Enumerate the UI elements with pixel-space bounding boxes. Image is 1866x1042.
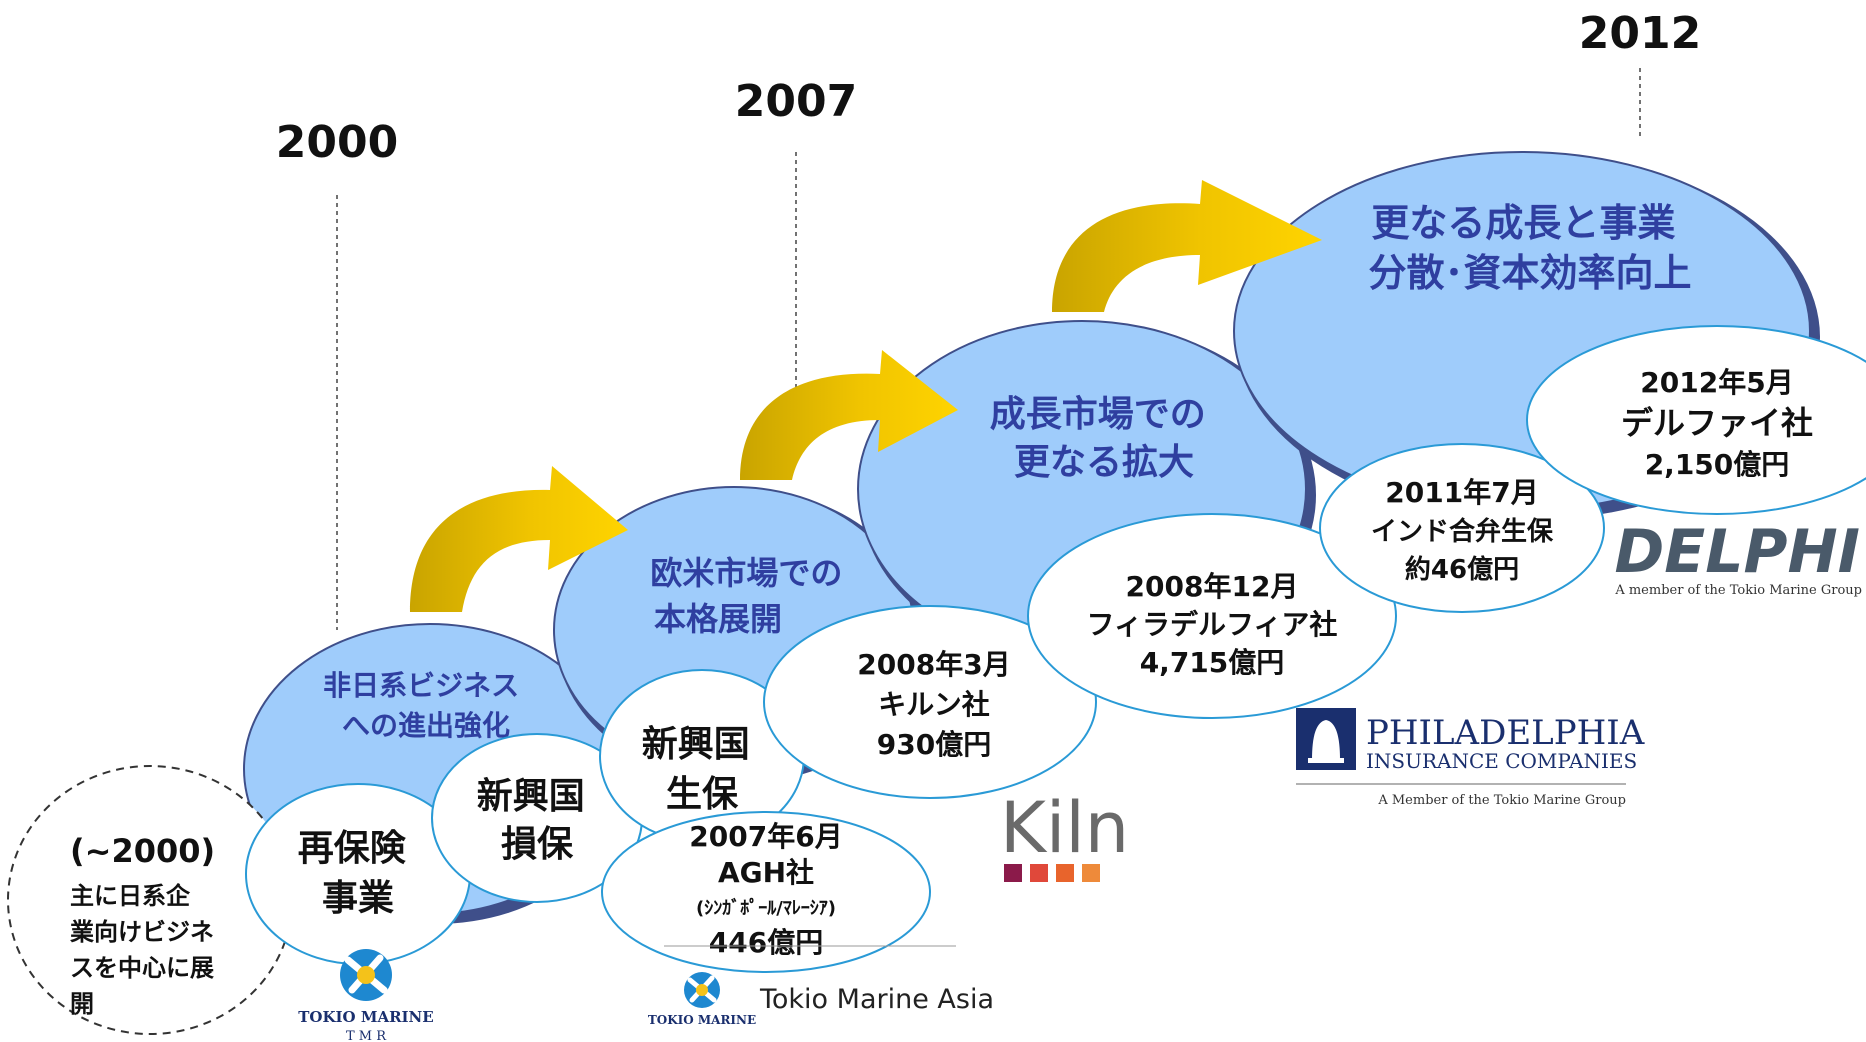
year-2007-label: 2007 <box>735 76 857 127</box>
svg-text:新興国 生保: 新興国 生保 <box>642 724 763 815</box>
svg-text:2008年12月: 2008年12月 <box>1126 570 1299 603</box>
arrow-icon-2 <box>740 350 958 480</box>
svg-text:T M R: T M R <box>346 1029 387 1042</box>
svg-text:PHILADELPHIA: PHILADELPHIA <box>1366 713 1645 753</box>
philadelphia-logo: PHILADELPHIA INSURANCE COMPANIES A Membe… <box>1296 708 1645 808</box>
acquisition-bubble-agh: 2007年6月 AGH社 (ｼﾝｶﾞﾎﾟｰﾙ/ﾏﾚｰｼｱ) 446億円 <box>601 811 931 973</box>
svg-text:フィラデルフィア社: フィラデルフィア社 <box>1087 608 1338 641</box>
arrow-icon-3 <box>1052 180 1322 312</box>
svg-text:Kiln: Kiln <box>1000 787 1129 869</box>
svg-text:新興国 損保: 新興国 損保 <box>477 776 598 865</box>
tokio-marine-asia-logo: TOKIO MARINE Tokio Marine Asia <box>648 945 994 1027</box>
svg-text:AGH社: AGH社 <box>718 856 814 889</box>
svg-text:約46億円: 約46億円 <box>1405 554 1519 585</box>
svg-text:再保険 事業: 再保険 事業 <box>298 828 419 919</box>
acquisition-bubble-kiln: 2008年3月 キルン社 930億円 <box>763 605 1097 799</box>
svg-text:446億円: 446億円 <box>709 926 823 959</box>
delphi-logo: DELPHI A member of the Tokio Marine Grou… <box>1614 517 1862 598</box>
svg-text:TOKIO MARINE: TOKIO MARINE <box>298 1008 433 1026</box>
svg-text:930億円: 930億円 <box>877 728 991 761</box>
svg-text:2012年5月: 2012年5月 <box>1640 366 1793 399</box>
year-2012-label: 2012 <box>1579 8 1701 59</box>
kiln-logo: Kiln <box>1000 787 1129 882</box>
arrow-icon-1 <box>410 466 628 612</box>
svg-text:TOKIO MARINE: TOKIO MARINE <box>648 1013 756 1027</box>
acquisition-bubble-philadelphia: 2008年12月 フィラデルフィア社 4,715億円 <box>1027 513 1397 719</box>
phase-3-text: 成長市場での 更なる拡大 <box>990 394 1219 483</box>
svg-text:DELPHI: DELPHI <box>1614 517 1860 587</box>
svg-text:2008年3月: 2008年3月 <box>857 648 1010 681</box>
svg-text:キルン社: キルン社 <box>878 688 989 721</box>
pre-2000-title: (~2000) <box>70 832 215 870</box>
svg-text:A Member of the Tokio Marine G: A Member of the Tokio Marine Group <box>1377 793 1626 808</box>
svg-text:デルファイ社: デルファイ社 <box>1621 404 1813 442</box>
emerging-life-bubble: 新興国 生保 <box>599 669 805 843</box>
tokio-marine-emblem-icon <box>340 949 392 1001</box>
pre-2000-description: 主に日系企 業向けビジネ スを中心に展 開 <box>70 882 222 1018</box>
phase-4-text: 更なる成長と事業 分散･資本効率向上 <box>1368 201 1691 295</box>
svg-text:インド合弁生保: インド合弁生保 <box>1371 516 1554 547</box>
reinsurance-bubble: 再保険 事業 <box>245 783 471 965</box>
tokio-marine-emblem-icon <box>684 972 720 1008</box>
phase-2-text: 欧米市場での 本格展開 <box>650 554 853 638</box>
pre-2000-circle: (~2000) 主に日系企 業向けビジネ スを中心に展 開 <box>7 765 293 1035</box>
svg-text:2,150億円: 2,150億円 <box>1645 448 1790 481</box>
svg-text:Tokio Marine Asia: Tokio Marine Asia <box>759 984 994 1015</box>
liberty-bell-icon <box>1296 708 1356 770</box>
acquisition-bubble-delphi: 2012年5月 デルファイ社 2,150億円 <box>1526 325 1866 515</box>
phase-1-text: 非日系ビジネス への進出強化 <box>323 669 529 742</box>
svg-text:2007年6月: 2007年6月 <box>689 820 842 853</box>
svg-text:(ｼﾝｶﾞﾎﾟｰﾙ/ﾏﾚｰｼｱ): (ｼﾝｶﾞﾎﾟｰﾙ/ﾏﾚｰｼｱ) <box>696 897 836 919</box>
acquisition-bubble-india: 2011年7月 インド合弁生保 約46億円 <box>1319 443 1605 613</box>
svg-text:A member of the Tokio Marine G: A member of the Tokio Marine Group <box>1614 583 1862 598</box>
emerging-pc-bubble: 新興国 損保 <box>431 733 643 903</box>
svg-text:4,715億円: 4,715億円 <box>1140 646 1285 679</box>
year-2000-label: 2000 <box>276 117 398 168</box>
tokio-marine-tmr-logo: TOKIO MARINE T M R <box>298 949 434 1042</box>
svg-text:2011年7月: 2011年7月 <box>1385 476 1538 509</box>
svg-text:INSURANCE COMPANIES: INSURANCE COMPANIES <box>1366 749 1637 773</box>
